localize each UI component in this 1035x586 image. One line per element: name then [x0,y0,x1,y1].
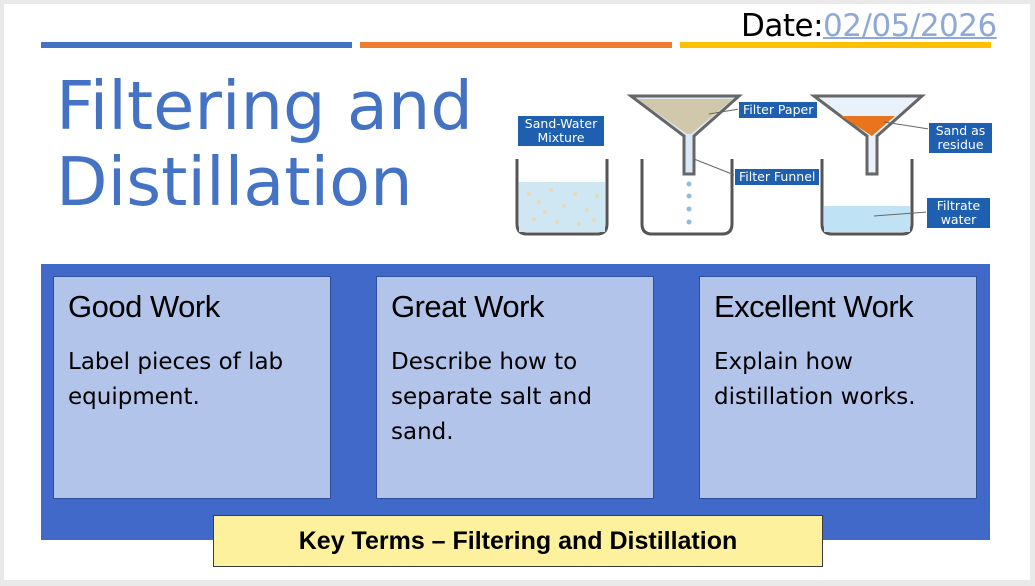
date-value: 02/05/2026 [823,8,997,44]
title-line-2: Distillation [56,143,413,221]
card-heading: Excellent Work [714,289,914,324]
filtration-diagram: Sand-Water Mixture Filter Paper Filter F… [509,84,1009,244]
card-great-work: Great Work Describe how to separate salt… [376,276,654,499]
card-body: Describe how to separate salt and sand. [391,349,592,445]
card-body: Explain how distillation works. [714,349,916,410]
label-filter-funnel: Filter Funnel [734,168,821,186]
card-body: Label pieces of lab equipment. [68,349,284,410]
label-sand-residue: Sand as residue [928,122,993,154]
slide: Date:02/05/2026 Filtering and Distillati… [4,4,1030,580]
title-line-1: Filtering and [56,67,473,145]
date-line: Date:02/05/2026 [741,8,997,44]
card-excellent-work: Excellent Work Explain how distillation … [699,276,977,499]
filtration-illustration [515,94,930,236]
label-sand-water-mixture: Sand-Water Mixture [517,115,605,147]
card-good-work: Good Work Label pieces of lab equipment. [53,276,331,499]
card-heading: Good Work [68,289,220,324]
page-title: Filtering and Distillation [56,68,473,220]
accent-bar-yellow [680,42,991,48]
accent-bar-blue [41,42,352,48]
date-label: Date: [741,8,824,44]
label-filtrate-water: Filtrate water [926,197,991,229]
card-heading: Great Work [391,289,544,324]
accent-bar-orange [360,42,672,48]
success-criteria-panel: Good Work Label pieces of lab equipment.… [41,264,990,540]
label-filter-paper: Filter Paper [738,101,819,119]
key-terms-banner: Key Terms – Filtering and Distillation [213,515,823,567]
